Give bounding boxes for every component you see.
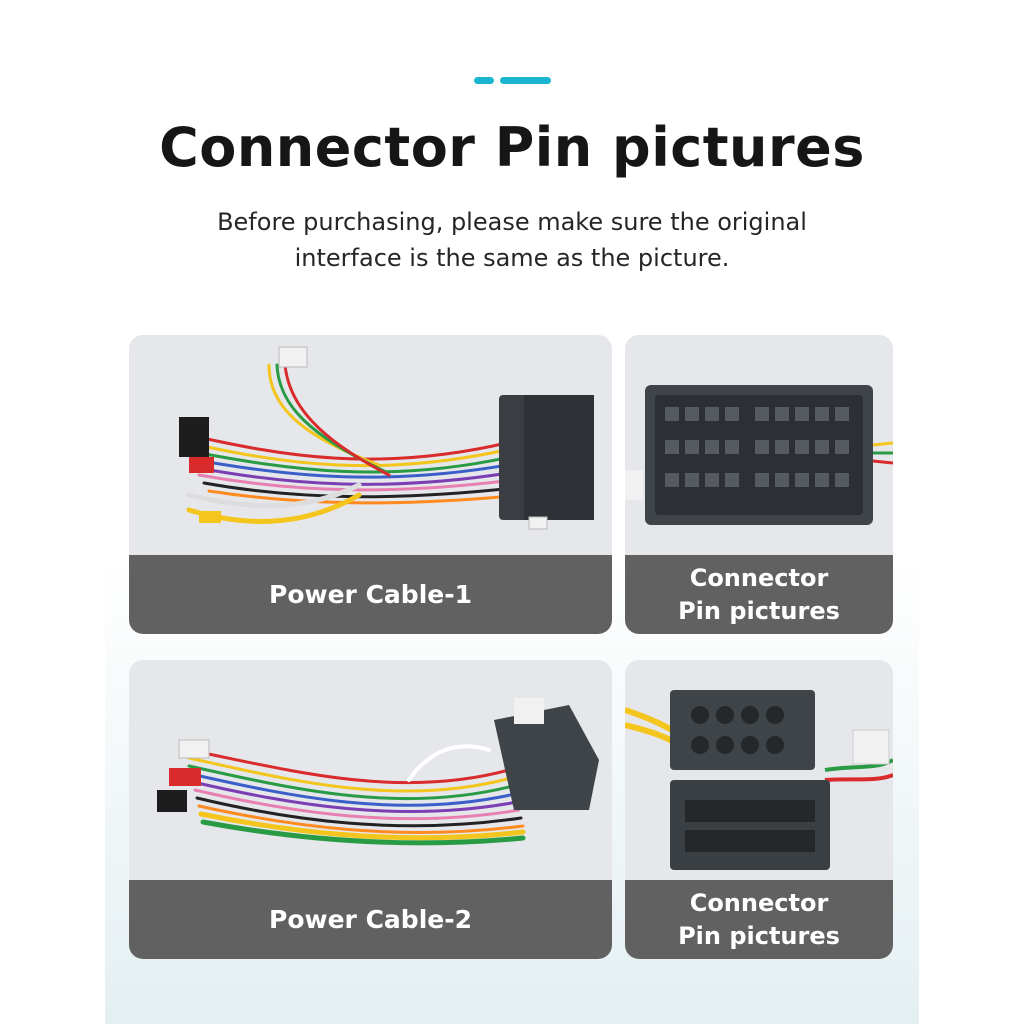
accent-bar-long	[500, 77, 551, 84]
product-card-connector-pins-2[interactable]: Connector Pin pictures	[625, 660, 893, 959]
accent-bar-short	[474, 77, 494, 84]
subtitle-line-1: Before purchasing, please make sure the …	[217, 208, 807, 236]
subtitle-line-2: interface is the same as the picture.	[294, 244, 730, 272]
product-card-connector-pins-1[interactable]: Connector Pin pictures	[625, 335, 893, 634]
product-card-power-cable-2[interactable]: Power Cable-2	[129, 660, 612, 959]
card-caption: Power Cable-2	[129, 880, 612, 959]
card-caption: Connector Pin pictures	[625, 880, 893, 959]
caption-line-1: Connector	[689, 563, 829, 592]
page-title: Connector Pin pictures	[159, 116, 865, 179]
wiring-harness-photo	[129, 660, 612, 880]
card-caption: Power Cable-1	[129, 555, 612, 634]
caption-line-2: Pin pictures	[678, 596, 840, 625]
page-subtitle: Before purchasing, please make sure the …	[0, 204, 1024, 276]
caption-line-1: Connector	[689, 888, 829, 917]
wiring-harness-photo	[129, 335, 612, 555]
product-card-power-cable-1[interactable]: Power Cable-1	[129, 335, 612, 634]
connector-pins-photo	[625, 335, 893, 555]
caption-line-2: Pin pictures	[678, 921, 840, 950]
iso-connector-photo	[625, 660, 893, 880]
card-caption: Connector Pin pictures	[625, 555, 893, 634]
